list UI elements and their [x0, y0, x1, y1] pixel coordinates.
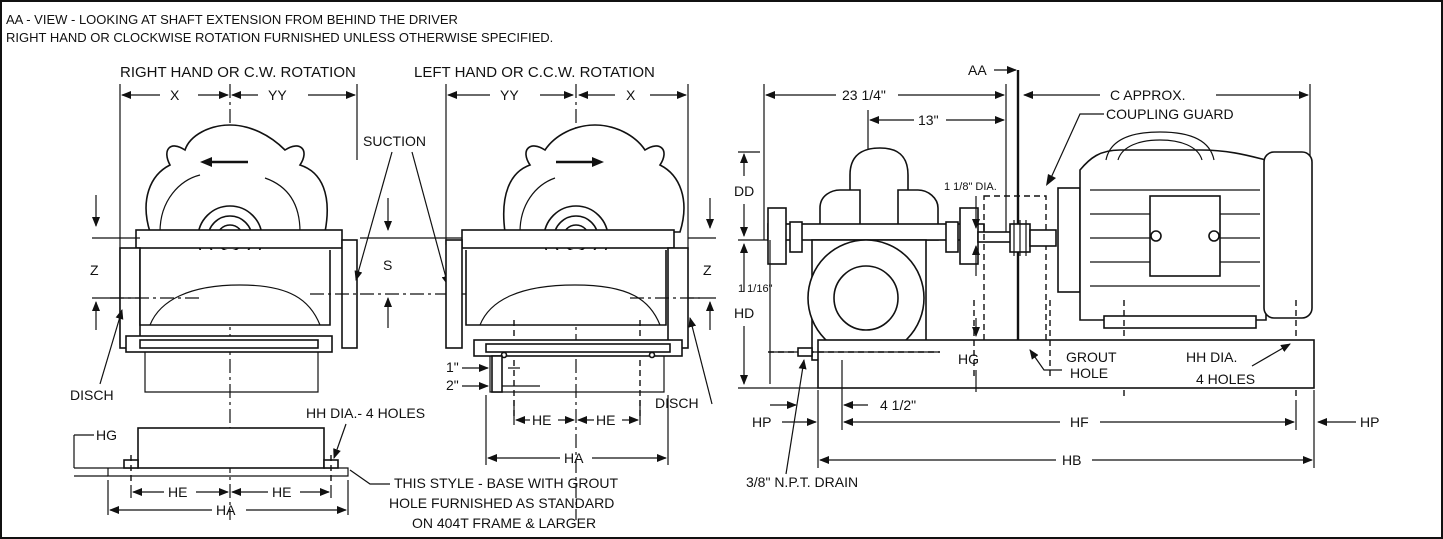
side-elevation-view: 23 1/4" 13" AA AA C APPROX. COUPLING GUA… [734, 62, 1379, 490]
dim-13-label: 13" [918, 112, 939, 128]
lh-ha-label: HA [564, 450, 584, 466]
lh-he-left-label: HE [532, 412, 551, 428]
dim-23-1-4-label: 23 1/4" [842, 87, 886, 103]
header-line-2: RIGHT HAND OR CLOCKWISE ROTATION FURNISH… [6, 30, 553, 45]
aa-top-label: AA [968, 62, 987, 78]
side-hh-dia-label: HH DIA. [1186, 349, 1237, 365]
one-inch-label: 1" [446, 359, 459, 375]
header-line-1: AA - VIEW - LOOKING AT SHAFT EXTENSION F… [6, 12, 458, 27]
style-note-line-3: ON 404T FRAME & LARGER [412, 515, 596, 531]
coupling-guard-label: COUPLING GUARD [1106, 106, 1234, 122]
style-note-line-1: THIS STYLE - BASE WITH GROUT [394, 475, 618, 491]
hp-right-label: HP [1360, 414, 1379, 430]
side-hg-label: HG [958, 351, 979, 367]
base-hh-holes-label: HH DIA.- 4 HOLES [306, 405, 425, 421]
grout-label-1: GROUT [1066, 349, 1117, 365]
left-hand-view-title: LEFT HAND OR C.C.W. ROTATION [414, 64, 655, 81]
hb-label: HB [1062, 452, 1081, 468]
dim-4-1-2-label: 4 1/2" [880, 397, 916, 413]
drain-label: 3/8" N.P.T. DRAIN [746, 474, 858, 490]
base-he-right-label: HE [272, 484, 291, 500]
dim-1-1-16-label: 1 1/16" [738, 283, 773, 295]
lh-he-right-label: HE [596, 412, 615, 428]
two-inch-label: 2" [446, 377, 459, 393]
right-hand-view: RIGHT HAND OR C.W. ROTATION X YY [70, 64, 490, 520]
rh-z-label: Z [90, 262, 99, 278]
left-hand-view: LEFT HAND OR C.C.W. ROTATION YY X [414, 64, 716, 520]
base-hg-label: HG [96, 427, 117, 443]
c-approx-label: C APPROX. [1110, 87, 1185, 103]
lh-z-label: Z [703, 262, 712, 278]
lh-yy-label: YY [500, 87, 519, 103]
hf-label: HF [1070, 414, 1089, 430]
right-hand-view-title: RIGHT HAND OR C.W. ROTATION [120, 64, 356, 81]
base-detail: HG HH DIA.- 4 HOLES HE HE HA THIS STYLE … [73, 405, 618, 531]
dd-label: DD [734, 183, 754, 199]
rh-yy-label: YY [268, 87, 287, 103]
side-four-holes-label: 4 HOLES [1196, 371, 1255, 387]
lh-x-label: X [626, 87, 636, 103]
s-label: S [383, 257, 392, 273]
grout-label-2: HOLE [1070, 365, 1108, 381]
hp-left-label: HP [752, 414, 771, 430]
base-he-left-label: HE [168, 484, 187, 500]
rh-disch-label: DISCH [70, 387, 114, 403]
rh-x-label: X [170, 87, 180, 103]
suction-label: SUCTION [363, 133, 426, 149]
hd-label: HD [734, 305, 754, 321]
shaft-dia-label: 1 1/8" DIA. [944, 181, 997, 193]
lh-disch-label: DISCH [655, 395, 699, 411]
base-ha-label: HA [216, 502, 236, 518]
style-note-line-2: HOLE FURNISHED AS STANDARD [389, 495, 614, 511]
